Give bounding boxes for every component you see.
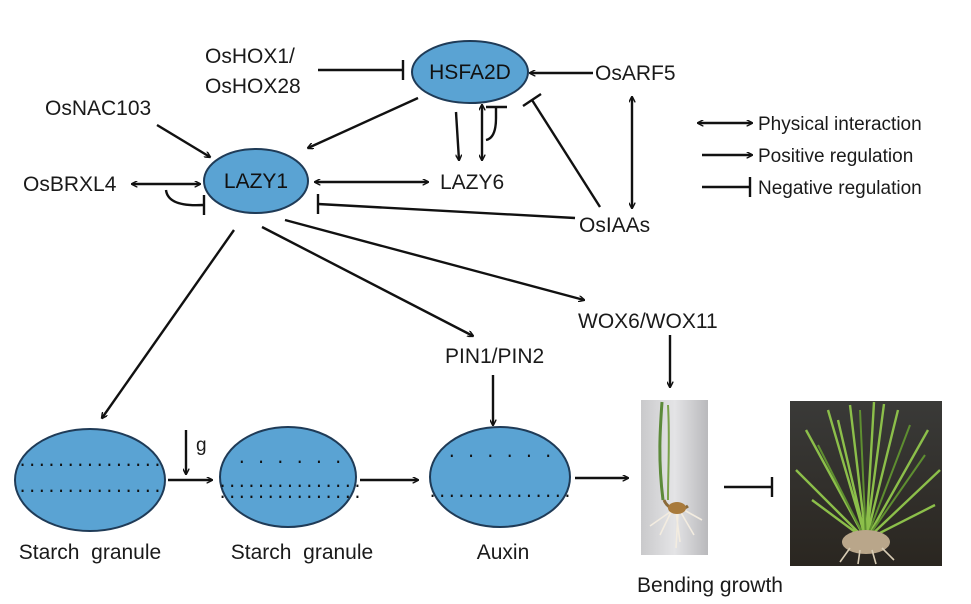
- osbrxl4-label: OsBRXL4: [23, 173, 117, 196]
- oshox-label-line1: OsHOX1/: [205, 45, 295, 68]
- node-hsfa2d: HSFA2D: [411, 40, 529, 104]
- edges: [102, 60, 774, 497]
- starch1-dots-bottom: ...............: [18, 477, 163, 496]
- legend-physical-label: Physical interaction: [758, 114, 922, 135]
- plant-roots: [839, 547, 895, 565]
- oshox-label-line2: OsHOX28: [205, 75, 301, 98]
- osiaas-label: OsIAAs: [579, 214, 650, 237]
- wox-label: WOX6/WOX11: [578, 310, 718, 333]
- plant-leaves-dark: [817, 409, 926, 541]
- lazy6-label: LAZY6: [440, 171, 504, 194]
- starch1-ellipse: [14, 428, 166, 532]
- edge-osiaas-inhibits-hsfa2d: [530, 99, 602, 208]
- starch2-ellipse: [219, 426, 357, 528]
- seedling-shoot: [658, 401, 665, 501]
- edge-lazy6-inhibits-hsfa2d: [485, 107, 498, 142]
- starch1-dots-top: ...............: [18, 451, 163, 470]
- plant-leaves: [795, 401, 941, 542]
- edge-osnac103-to-lazy1: [156, 123, 210, 157]
- edge-lazy1-to-starch1: [102, 229, 235, 418]
- starch1-label: Starch granule: [19, 541, 161, 564]
- lazy1-label: LAZY1: [224, 170, 288, 193]
- pin-label: PIN1/PIN2: [445, 345, 544, 368]
- legend-negative-label: Negative regulation: [758, 178, 922, 199]
- starch-granule-2: . . . . . . ............... ............…: [218, 426, 363, 528]
- plant-base: [842, 530, 890, 554]
- osarf5-label: OsARF5: [595, 62, 676, 85]
- starch2-dots-mid: ...............: [218, 472, 363, 491]
- seedling-root-photo: [641, 400, 708, 555]
- osnac103-label: OsNAC103: [45, 97, 151, 120]
- edge-hsfa2d-to-lazy1: [308, 96, 419, 148]
- edge-lazy1-to-wox: [284, 218, 584, 300]
- hsfa2d-label: HSFA2D: [429, 61, 511, 84]
- edge-lazy1-inhibits-osbrxl4: [164, 189, 204, 207]
- auxin-node: . . . . . . ...............: [428, 426, 573, 528]
- node-lazy1: LAZY1: [203, 148, 309, 214]
- starch-granule-1: ............... ...............: [14, 428, 166, 532]
- auxin-label: Auxin: [477, 541, 530, 564]
- seedling-shoot-2: [667, 404, 670, 501]
- bending-label: Bending growth: [637, 574, 783, 597]
- legend: Physical interaction Positive regulation…: [698, 114, 922, 199]
- starch2-dots-top: . . . . . .: [237, 448, 343, 467]
- edge-lazy1-to-pin: [261, 225, 473, 336]
- edge-osiaas-hsfa2d-bar: [522, 93, 542, 107]
- auxin-dots-top: . . . . . .: [447, 442, 553, 461]
- seedling-crown: [668, 502, 686, 514]
- legend-positive-label: Positive regulation: [758, 146, 913, 167]
- lazy1-ellipse: [203, 148, 309, 214]
- starch2-dots-bottom: ...............: [218, 483, 363, 502]
- edge-hsfa2d-to-lazy6-a: [454, 111, 459, 160]
- starch2-label: Starch granule: [231, 541, 373, 564]
- auxin-ellipse: [429, 426, 571, 528]
- hsfa2d-ellipse: [411, 40, 529, 104]
- edge-osiaas-inhibits-lazy1: [317, 202, 576, 220]
- rice-plant-photo: [790, 401, 942, 566]
- seedling-roots: [649, 509, 703, 549]
- gravity-label: g: [196, 435, 207, 456]
- auxin-dots-bottom: ...............: [428, 482, 573, 501]
- seedling-photo-bg: [641, 400, 708, 555]
